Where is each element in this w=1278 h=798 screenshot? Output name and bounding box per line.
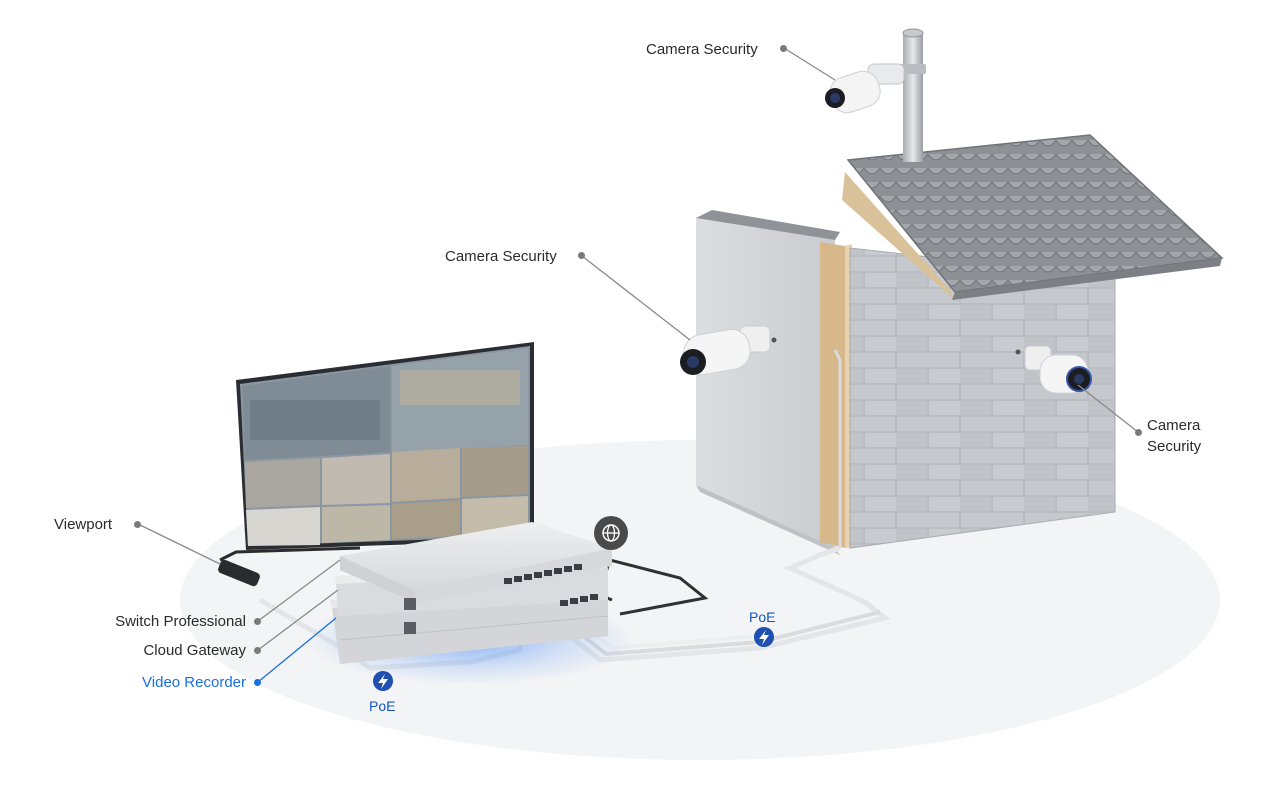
leader-dot — [254, 647, 261, 654]
label-camera-right-line1: Camera — [1147, 417, 1201, 434]
camera-top — [825, 63, 905, 114]
label-poe-bottom: PoE — [369, 698, 396, 714]
leader-dot — [254, 679, 261, 686]
label-camera-left: Camera Security — [445, 248, 557, 265]
camera-left — [680, 325, 777, 376]
switch-ports — [504, 564, 598, 606]
label-video-recorder: Video Recorder — [142, 674, 246, 691]
poe-lightning-icon-right — [754, 627, 774, 647]
viewport-device — [218, 559, 260, 587]
rack-stack — [305, 522, 635, 685]
leader-dot — [1135, 429, 1142, 436]
camera-right — [1015, 345, 1092, 394]
label-poe-right: PoE — [749, 609, 776, 625]
leader-dot — [254, 618, 261, 625]
leader-dot — [780, 45, 787, 52]
leader-dot — [134, 521, 141, 528]
monitor — [236, 342, 534, 550]
mounting-pole — [900, 28, 926, 162]
camera-feeds-grid — [242, 348, 528, 546]
label-camera-top: Camera Security — [646, 41, 758, 58]
label-viewport: Viewport — [54, 516, 113, 533]
leader-lines — [137, 47, 1139, 683]
label-camera-right-line2: Security — [1147, 438, 1202, 455]
leader-dot — [578, 252, 585, 259]
label-switch-professional: Switch Professional — [115, 613, 246, 630]
label-cloud-gateway: Cloud Gateway — [143, 642, 246, 659]
house — [696, 134, 1224, 555]
poe-lightning-icon-bottom — [373, 671, 393, 691]
globe-icon — [594, 516, 628, 550]
